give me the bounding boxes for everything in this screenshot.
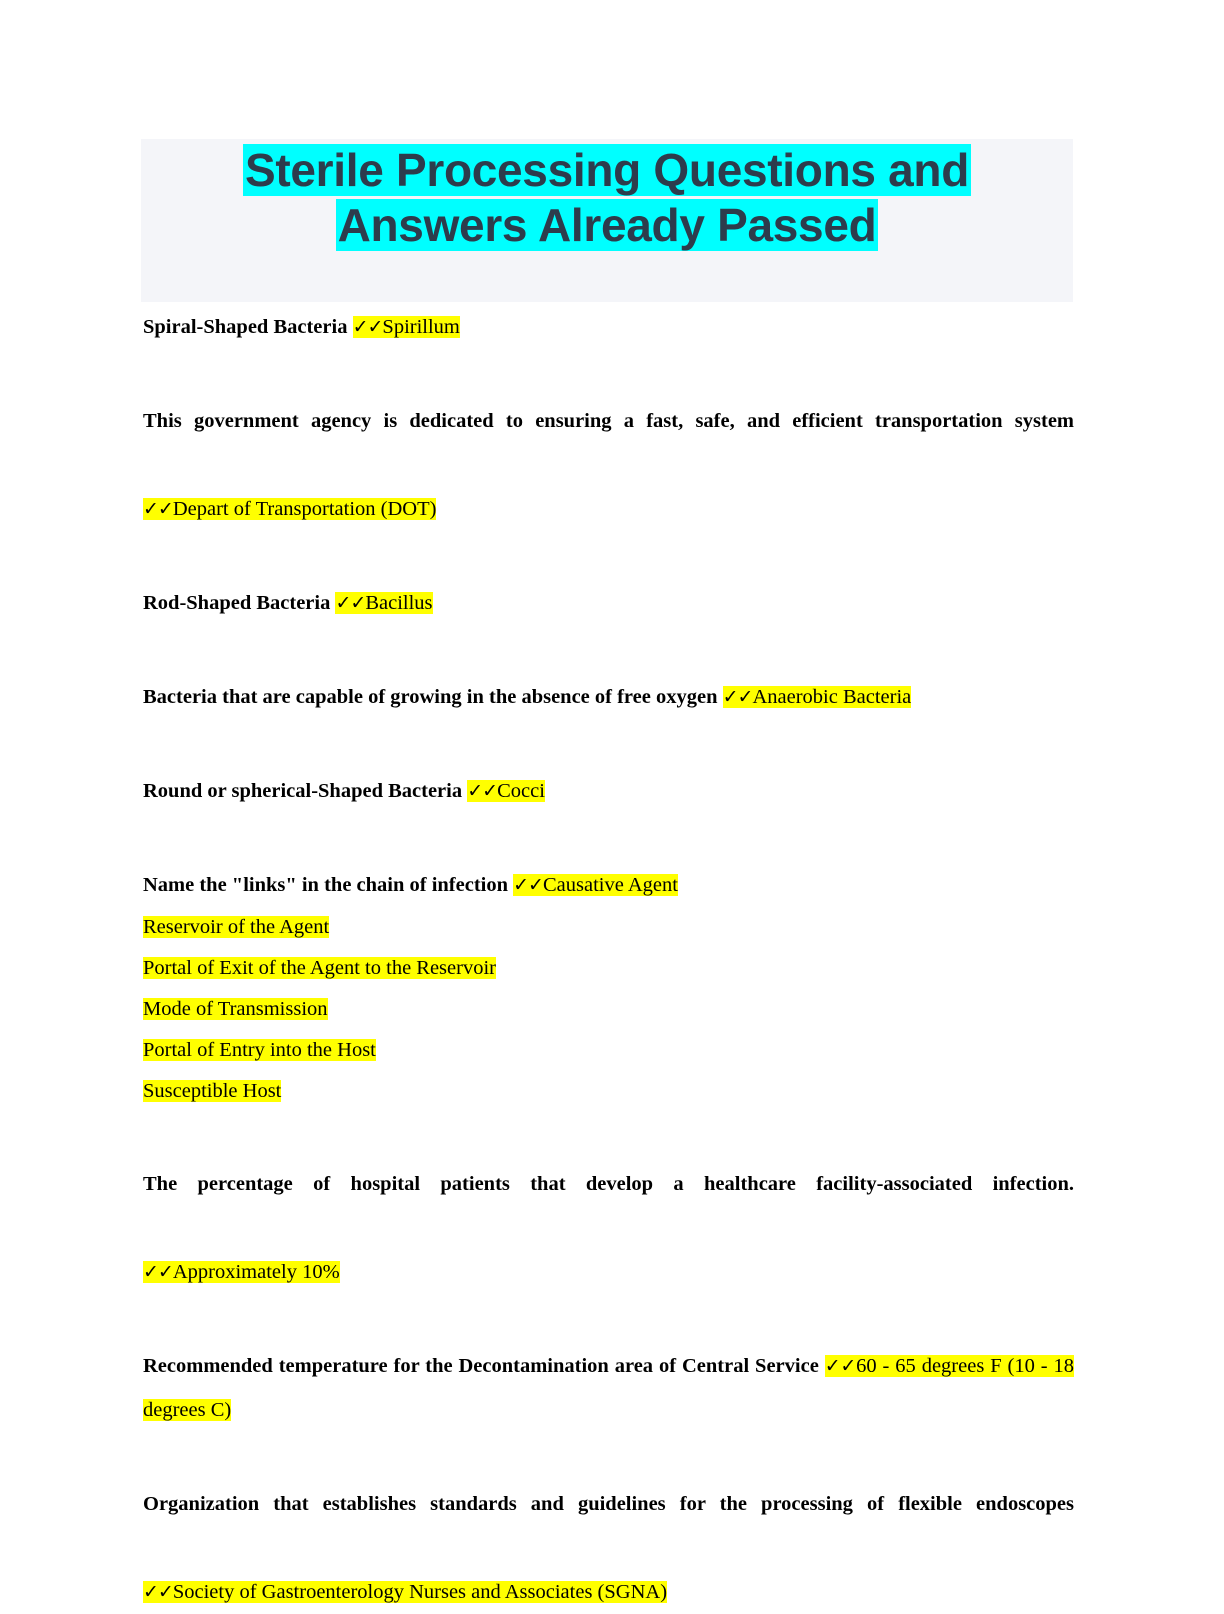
answer-text: Bacillus: [365, 592, 433, 614]
question-text: The percentage of hospital patients that…: [143, 1173, 1074, 1195]
check-mark-icon: ✓✓: [143, 498, 174, 520]
qa-block: Rod-Shaped Bacteria ✓✓Bacillus: [143, 581, 1074, 625]
check-mark-icon: ✓✓: [722, 686, 754, 708]
question-text: Recommended temperature for the Decontam…: [143, 1355, 825, 1377]
check-mark-icon: ✓✓: [143, 1581, 174, 1603]
answer-text: 60 - 65 degrees F (10 - 18 degrees C): [143, 1355, 1075, 1421]
answer-highlight: ✓✓Causative Agent: [513, 874, 678, 896]
qa-block: Round or spherical-Shaped Bacteria ✓✓Coc…: [143, 769, 1074, 813]
answer-extra-highlight: Portal of Entry into the Host: [143, 1039, 376, 1061]
check-mark-icon: ✓✓: [467, 780, 498, 802]
question-text: This government agency is dedicated to e…: [143, 410, 1074, 432]
qa-block: Spiral-Shaped Bacteria ✓✓Spirillum: [143, 305, 1074, 349]
answer-highlight: ✓✓Bacillus: [335, 592, 433, 614]
answer-text: Cocci: [497, 780, 545, 802]
answer-extra-line: Portal of Exit of the Agent to the Reser…: [143, 948, 1074, 989]
answer-text: Causative Agent: [542, 874, 678, 896]
question-text: Rod-Shaped Bacteria: [143, 592, 336, 614]
page-title-line-2: Answers Already Passed: [335, 199, 879, 251]
qa-block: Recommended temperature for the Decontam…: [143, 1344, 1075, 1432]
qa-block: Organization that establishes standards …: [143, 1482, 1074, 1614]
answer-text: Anaerobic Bacteria: [752, 686, 912, 708]
document-title-block: Sterile Processing Questions and Answers…: [141, 139, 1073, 302]
answer-highlight: ✓✓Anaerobic Bacteria: [722, 686, 912, 708]
answer-text: Approximately 10%: [172, 1261, 340, 1283]
answer-text: Depart of Transportation (DOT): [172, 498, 437, 520]
check-mark-icon: ✓✓: [824, 1355, 857, 1377]
answer-highlight: ✓✓Depart of Transportation (DOT): [143, 498, 437, 520]
answer-line: ✓✓Depart of Transportation (DOT): [143, 487, 1074, 531]
check-mark-icon: ✓✓: [143, 1261, 174, 1283]
question-answer-line: Round or spherical-Shaped Bacteria ✓✓Coc…: [143, 769, 1074, 813]
check-mark-icon: ✓✓: [335, 592, 366, 614]
question-answer-line: Recommended temperature for the Decontam…: [143, 1344, 1075, 1432]
check-mark-icon: ✓✓: [513, 874, 544, 896]
answer-extra-line: Mode of Transmission: [143, 989, 1074, 1030]
answer-line: ✓✓Society of Gastroenterology Nurses and…: [143, 1570, 1074, 1614]
answer-extra-line: Portal of Entry into the Host: [143, 1030, 1074, 1071]
answer-text: Society of Gastroenterology Nurses and A…: [172, 1581, 668, 1603]
question-text: Spiral-Shaped Bacteria: [143, 316, 353, 338]
question-text: Name the "links" in the chain of infecti…: [143, 874, 514, 896]
answer-extra-line: Reservoir of the Agent: [143, 907, 1074, 948]
qa-block: The percentage of hospital patients that…: [143, 1162, 1074, 1294]
qa-block: Bacteria that are capable of growing in …: [143, 675, 1074, 719]
answer-highlight: ✓✓Cocci: [467, 780, 545, 802]
check-mark-icon: ✓✓: [352, 316, 384, 338]
question-answer-line: Spiral-Shaped Bacteria ✓✓Spirillum: [143, 305, 1074, 349]
answer-extra-highlight: Susceptible Host: [143, 1080, 282, 1102]
answer-highlight: ✓✓Spirillum: [352, 316, 460, 338]
answer-extra-line: Susceptible Host: [143, 1071, 1074, 1112]
page-title-line-1: Sterile Processing Questions and: [242, 144, 972, 196]
question-text: Bacteria that are capable of growing in …: [143, 686, 723, 708]
answer-line: ✓✓Approximately 10%: [143, 1250, 1074, 1294]
answer-extra-highlight: Reservoir of the Agent: [143, 916, 330, 938]
question-text: Round or spherical-Shaped Bacteria: [143, 780, 468, 802]
qa-block: Name the "links" in the chain of infecti…: [143, 863, 1074, 1112]
qa-block: This government agency is dedicated to e…: [143, 399, 1074, 531]
page-title: Sterile Processing Questions and Answers…: [207, 143, 1007, 253]
answer-highlight: ✓✓Society of Gastroenterology Nurses and…: [143, 1581, 668, 1603]
question-answer-line: Name the "links" in the chain of infecti…: [143, 863, 1074, 907]
question-answer-line: Rod-Shaped Bacteria ✓✓Bacillus: [143, 581, 1074, 625]
question-answer-line: Bacteria that are capable of growing in …: [143, 675, 1074, 719]
answer-highlight: ✓✓Approximately 10%: [143, 1261, 340, 1283]
answer-extra-highlight: Portal of Exit of the Agent to the Reser…: [143, 957, 496, 979]
question-text: Organization that establishes standards …: [143, 1493, 1074, 1515]
answer-text: Spirillum: [382, 316, 460, 338]
answer-extra-highlight: Mode of Transmission: [143, 998, 328, 1020]
